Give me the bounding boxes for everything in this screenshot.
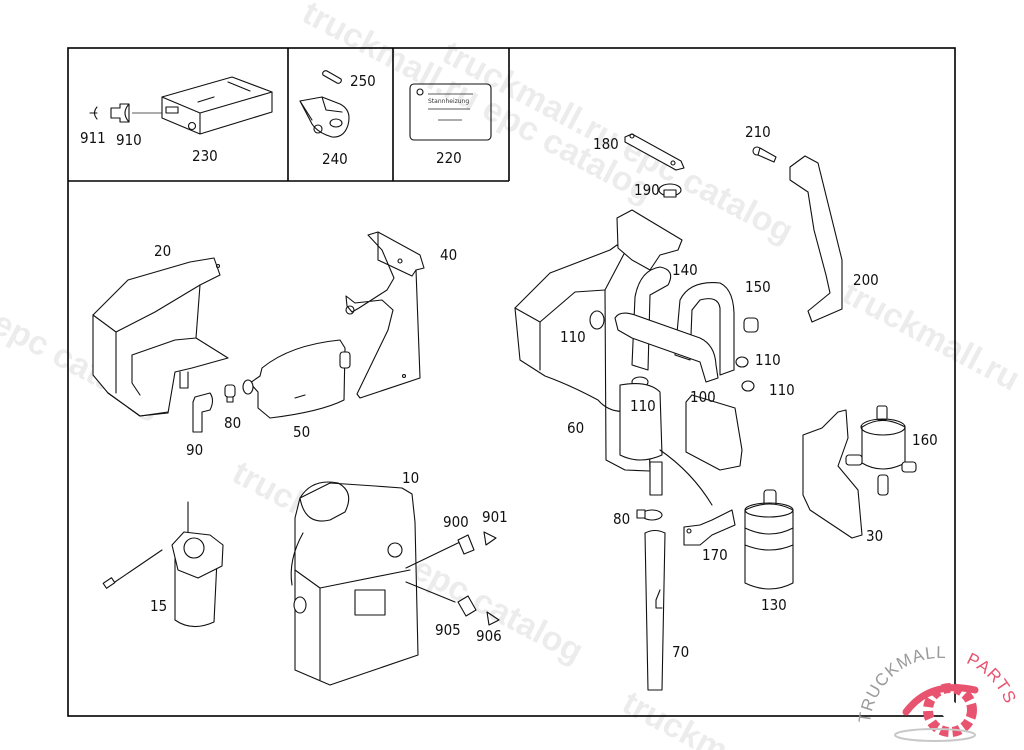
label-230[interactable]: 230 [192, 147, 218, 165]
part-30-bracket[interactable] [802, 409, 863, 539]
part-20-heat-shield[interactable] [92, 257, 229, 417]
label-220[interactable]: 220 [436, 149, 462, 167]
label-140[interactable]: 140 [672, 261, 698, 279]
label-110[interactable]: 110 [630, 397, 656, 415]
watermark: truckmall.ru epc catalog [296, 0, 659, 211]
gear-icon [902, 683, 979, 737]
label-110[interactable]: 110 [755, 351, 781, 369]
label-80[interactable]: 80 [613, 510, 630, 528]
label-70[interactable]: 70 [672, 643, 689, 661]
watermark: truckmall.ru epc [836, 274, 1024, 431]
label-250[interactable]: 250 [350, 72, 376, 90]
label-20[interactable]: 20 [154, 242, 171, 260]
label-90[interactable]: 90 [186, 441, 203, 459]
label-150[interactable]: 150 [745, 278, 771, 296]
label-901[interactable]: 901 [482, 508, 508, 526]
logo-swoosh [894, 728, 976, 742]
part-80-clamp-lower[interactable] [636, 509, 663, 521]
label-130[interactable]: 130 [761, 596, 787, 614]
label-906[interactable]: 906 [476, 627, 502, 645]
label-30[interactable]: 30 [866, 527, 883, 545]
label-100[interactable]: 100 [690, 388, 716, 406]
part-150-hose[interactable] [614, 282, 735, 383]
label-911[interactable]: 911 [80, 129, 106, 147]
label-180[interactable]: 180 [593, 135, 619, 153]
part-910-connector[interactable] [110, 103, 130, 123]
part-180-strap[interactable] [624, 133, 685, 171]
label-905[interactable]: 905 [435, 621, 461, 639]
lower-body [619, 383, 663, 496]
part-140-hose[interactable] [631, 266, 672, 371]
label-210[interactable]: 210 [745, 123, 771, 141]
part-210-bolt[interactable] [752, 146, 777, 163]
part-50-silencer[interactable] [242, 339, 351, 419]
part-230-control-unit[interactable] [161, 76, 273, 135]
part-901-terminal[interactable] [483, 531, 497, 546]
part-labels: 911 910 230 250 240 220 20 40 90 80 50 1… [80, 72, 938, 661]
part-900-plug[interactable] [457, 534, 475, 555]
label-80[interactable]: 80 [224, 414, 241, 432]
part-110-clamps[interactable] [589, 310, 759, 392]
label-15[interactable]: 15 [150, 597, 167, 615]
label-910[interactable]: 910 [116, 131, 142, 149]
part-80-clamp[interactable] [224, 384, 236, 403]
part-70-pipe[interactable] [644, 529, 666, 691]
part-90-elbow-pipe[interactable] [192, 392, 214, 433]
label-170[interactable]: 170 [702, 546, 728, 564]
part-905-plug[interactable] [457, 595, 477, 617]
label-110[interactable]: 110 [560, 328, 586, 346]
part-911-connector[interactable] [89, 106, 98, 120]
label-900[interactable]: 900 [443, 513, 469, 531]
bracket-top [616, 209, 683, 271]
label-190[interactable]: 190 [634, 181, 660, 199]
label-40[interactable]: 40 [440, 246, 457, 264]
part-190-grommet[interactable] [658, 183, 682, 198]
label-200[interactable]: 200 [853, 271, 879, 289]
part-160-fuel-filter[interactable] [845, 405, 917, 496]
part-200-bracket[interactable] [789, 155, 843, 323]
part-15-dosing-pump[interactable] [102, 501, 224, 628]
label-50[interactable]: 50 [293, 423, 310, 441]
label-60[interactable]: 60 [567, 419, 584, 437]
label-160[interactable]: 160 [912, 431, 938, 449]
label-240[interactable]: 240 [322, 150, 348, 168]
leader-arrow [659, 449, 713, 506]
part-100-bracket[interactable] [685, 394, 743, 471]
diagram-frame [67, 47, 956, 717]
part-220-label[interactable]: Stannheizung [409, 83, 492, 141]
part-906-terminal[interactable] [486, 611, 500, 626]
inset-panels [68, 48, 510, 182]
part-130-filter[interactable] [744, 489, 794, 590]
logo-text-primary: TRUCKMALL [855, 643, 947, 724]
part-250-battery[interactable] [322, 70, 342, 84]
part-240-key-fob[interactable] [299, 96, 350, 138]
label-sticker-text: Stannheizung [428, 98, 469, 105]
part-170-bracket[interactable] [683, 509, 736, 546]
part-60-heat-exchanger[interactable] [514, 244, 651, 472]
label-10[interactable]: 10 [402, 469, 419, 487]
truckmall-parts-logo: TRUCKMALL PARTS [855, 643, 1019, 742]
label-110[interactable]: 110 [769, 381, 795, 399]
part-40-bracket[interactable] [345, 231, 425, 399]
part-10-heater-unit[interactable] [290, 481, 461, 686]
